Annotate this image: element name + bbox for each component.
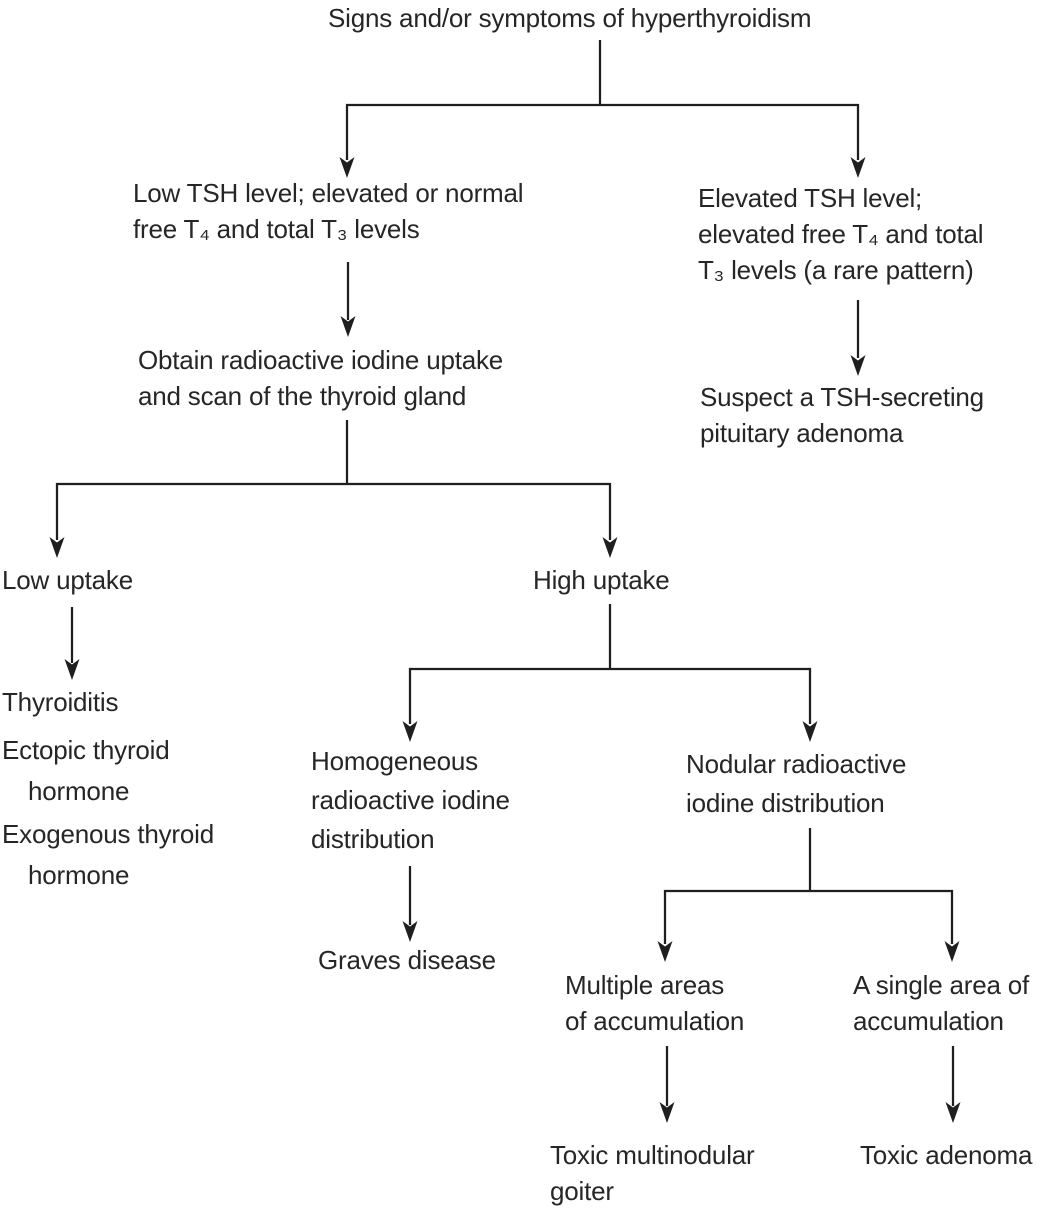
text-line: elevated free T₄ and total [698,219,984,249]
text-line: goiter [550,1176,614,1206]
text-line: Low uptake [2,565,133,595]
arrowhead [402,721,418,742]
text-line: hormone [28,776,130,806]
node-multiple-areas: Multiple areas of accumulation [565,967,744,1039]
text-line: Low TSH level; elevated or normal [133,178,524,208]
node-low-tsh: Low TSH level; elevated or normal free T… [133,175,524,247]
node-obtain-raiu: Obtain radioactive iodine uptake and sca… [138,342,503,414]
text-line: distribution [311,824,435,854]
text-line: Toxic multinodular [550,1140,755,1170]
node-ectopic-thyroid-hormone: Ectopic thyroid hormone [2,730,170,812]
text-line: Ectopic thyroid [2,735,170,765]
connector [345,103,860,160]
text-line: High uptake [533,565,670,595]
arrowhead [339,157,355,178]
arrowhead [49,537,65,558]
text-line: of accumulation [565,1006,745,1036]
text-line: iodine distribution [686,788,885,818]
text-line: and scan of the thyroid gland [138,381,467,411]
text-line: pituitary adenoma [700,418,904,448]
node-graves-disease: Graves disease [318,942,496,978]
connector [55,482,612,540]
node-suspect-adenoma: Suspect a TSH-secreting pituitary adenom… [700,379,984,451]
text-line: radioactive iodine [311,785,510,815]
text-line: Obtain radioactive iodine uptake [138,345,504,375]
arrowhead [802,721,818,742]
connector [408,667,812,724]
node-low-uptake: Low uptake [2,562,133,598]
node-homogeneous-distribution: Homogeneous radioactive iodine distribut… [311,742,510,859]
node-title: Signs and/or symptoms of hyperthyroidism [328,0,812,36]
node-high-uptake: High uptake [533,562,670,598]
arrowhead [945,1102,961,1123]
arrowhead [850,355,866,376]
text-line: hormone [28,860,130,890]
text-line: Nodular radioactive [686,749,907,779]
arrowhead [944,941,960,962]
arrowhead [602,537,618,558]
node-nodular-distribution: Nodular radioactive iodine distribution [686,745,906,823]
text-line: T₃ levels (a rare pattern) [698,255,974,285]
arrowhead [402,921,418,942]
text-line: Multiple areas [565,970,725,1000]
text-line: Exogenous thyroid [2,819,214,849]
arrowhead [340,316,356,337]
text-line: Thyroiditis [2,687,119,717]
node-thyroiditis: Thyroiditis [2,684,118,720]
text-line: Graves disease [318,945,496,975]
text-line: Homogeneous [311,746,478,776]
text-line: Elevated TSH level; [698,183,923,213]
text-line: free T₄ and total T₃ levels [133,214,420,244]
text-line: Suspect a TSH-secreting [700,382,984,412]
arrowhead [657,941,673,962]
node-toxic-multinodular-goiter: Toxic multinodular goiter [550,1137,755,1209]
node-toxic-adenoma: Toxic adenoma [860,1137,1032,1173]
text-line: Toxic adenoma [860,1140,1033,1170]
text-line: Signs and/or symptoms of hyperthyroidism [328,3,812,33]
node-elevated-tsh: Elevated TSH level; elevated free T₄ and… [698,180,984,288]
connector [663,889,954,944]
text-line: A single area of [853,970,1030,1000]
node-single-area: A single area of accumulation [853,967,1029,1039]
node-exogenous-thyroid-hormone: Exogenous thyroid hormone [2,814,214,896]
arrowhead [64,659,80,680]
arrowhead [659,1102,675,1123]
arrowhead [850,157,866,178]
text-line: accumulation [853,1006,1004,1036]
